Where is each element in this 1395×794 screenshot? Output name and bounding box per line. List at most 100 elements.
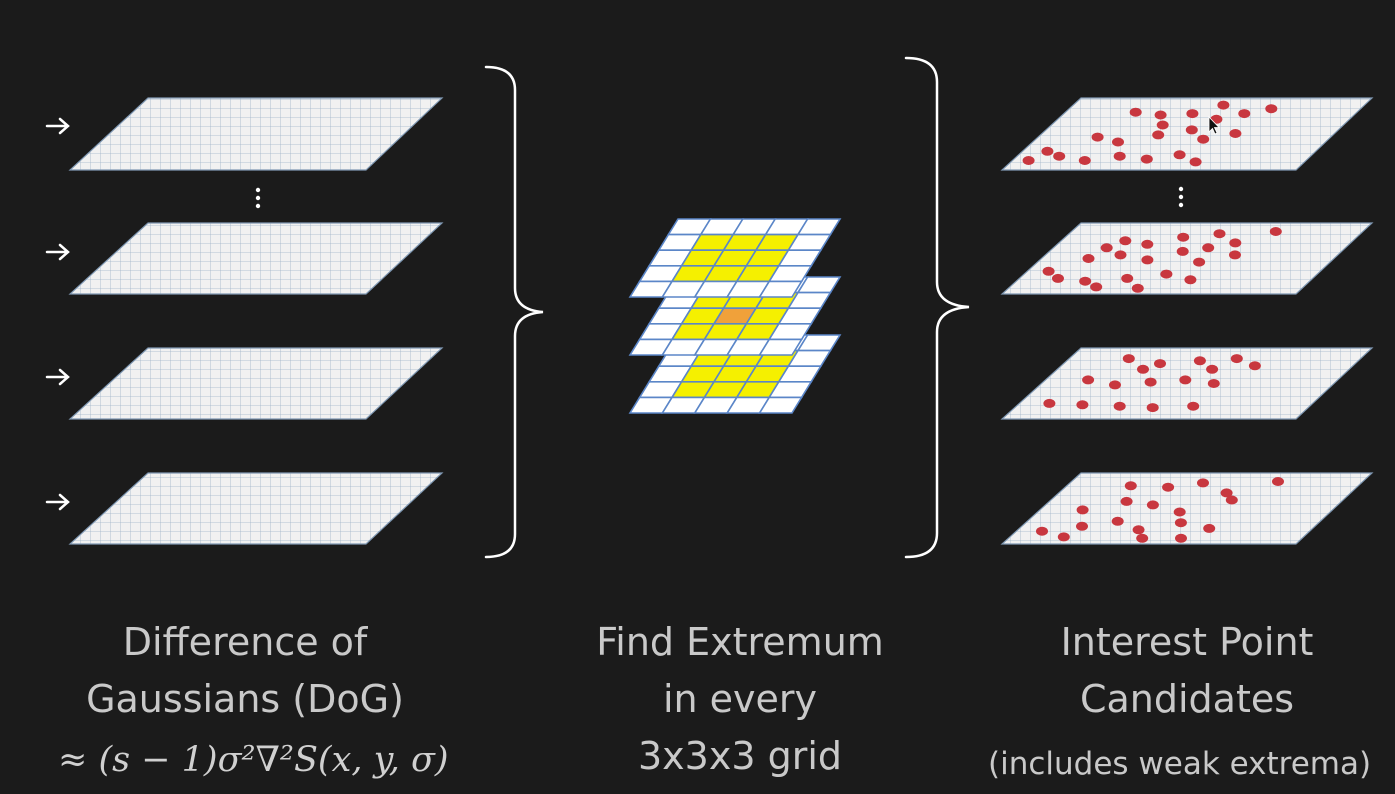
dog-plane-1: [68, 97, 444, 171]
candidate-dot: [1057, 532, 1070, 542]
candidate-dot: [1220, 488, 1233, 498]
candidate-dot: [1132, 525, 1145, 535]
right-arrow-icon: [45, 368, 70, 386]
candidate-dot: [1193, 356, 1206, 366]
candidate-dot: [1129, 107, 1142, 117]
candidate-dot: [1090, 282, 1103, 292]
candidate-dot: [1137, 364, 1149, 374]
candidate-dot: [1091, 132, 1104, 142]
vertical-ellipsis-icon: [255, 187, 261, 209]
candidate-dot: [1184, 275, 1197, 285]
extremum-caption-line-1: Find Extremum: [596, 620, 884, 664]
candidate-dot: [1022, 156, 1035, 165]
candidate-dot: [1272, 477, 1284, 486]
right-arrow-icon: [45, 117, 70, 135]
candidate-dot: [1225, 495, 1238, 505]
candidate-dot: [1076, 400, 1089, 410]
candidate-dot: [1156, 120, 1169, 130]
grid-cell: [758, 338, 804, 356]
candidate-dot: [1238, 109, 1251, 119]
dog-plane-4: [68, 472, 444, 545]
candidate-plane-2: [1000, 222, 1374, 295]
candidate-dot: [1186, 109, 1199, 119]
candidate-stack: [1000, 97, 1374, 545]
candidate-dot: [1053, 151, 1066, 161]
extremum-caption-line-3: 3x3x3 grid: [637, 734, 842, 778]
dog-plane-2: [68, 222, 444, 295]
candidates-caption: Interest Point Candidates: [962, 614, 1395, 728]
candidate-dot: [1111, 516, 1124, 526]
candidate-dot: [1248, 361, 1261, 371]
candidate-dots: [1022, 100, 1284, 543]
candidate-dot: [1052, 273, 1064, 283]
candidate-dot: [1120, 496, 1133, 506]
candidate-dot: [1229, 250, 1241, 260]
candidate-dot: [1175, 533, 1187, 543]
candidate-dot: [1078, 156, 1091, 165]
grid-layer-3: [628, 218, 842, 298]
right-curly-brace-icon: [484, 65, 544, 559]
candidate-dot: [1146, 403, 1159, 413]
candidate-dot: [1229, 129, 1242, 138]
candidate-dot: [1185, 125, 1198, 135]
candidates-caption-line-2: Candidates: [1079, 677, 1295, 721]
candidate-dot: [1189, 157, 1202, 167]
candidate-dot: [1213, 229, 1226, 239]
candidate-dot: [1141, 255, 1154, 265]
candidates-note: (includes weak extrema): [988, 746, 1372, 782]
candidate-dot: [1176, 246, 1189, 256]
candidate-dot: [1154, 359, 1166, 369]
candidate-dot: [1230, 354, 1243, 364]
candidate-dot: [1140, 154, 1153, 164]
extremum-grid-stack: [628, 218, 842, 414]
candidate-dot: [1036, 526, 1048, 536]
right-arrow-icon: [45, 243, 70, 261]
candidate-dot: [1203, 523, 1216, 533]
candidate-dot: [1197, 134, 1210, 144]
candidate-dot: [1043, 398, 1056, 408]
candidate-dot: [1113, 401, 1126, 411]
candidate-dot: [1136, 533, 1149, 543]
candidate-dot: [1113, 151, 1126, 161]
dog-caption-line-2: Gaussians (DoG): [86, 677, 404, 721]
candidate-dot: [1124, 481, 1137, 491]
candidate-dot: [1076, 521, 1088, 531]
right-arrow-icon: [45, 493, 70, 511]
candidate-dot: [1042, 266, 1055, 276]
candidate-dot: [1131, 283, 1144, 293]
candidate-dot: [1173, 150, 1186, 160]
dog-caption: Difference of Gaussians (DoG): [20, 614, 470, 728]
candidate-dot: [1265, 104, 1278, 114]
candidate-dot: [1173, 507, 1186, 517]
candidate-dot: [1174, 518, 1187, 528]
candidate-dot: [1160, 269, 1173, 279]
candidate-dot: [1100, 243, 1113, 253]
candidate-dot: [1146, 500, 1159, 510]
candidate-dot: [1217, 100, 1230, 110]
candidate-dot: [1206, 364, 1219, 374]
candidate-dot: [1207, 379, 1220, 388]
candidate-dot: [1112, 137, 1124, 147]
extremum-caption-line-2: in every: [662, 677, 818, 721]
dog-formula: ≈ (s − 1)σ²∇²S(x, y, σ): [58, 740, 449, 780]
candidate-dot: [1144, 377, 1157, 387]
candidate-dot: [1041, 146, 1054, 156]
grid-cell: [758, 396, 804, 414]
candidates-caption-line-1: Interest Point: [1060, 620, 1314, 664]
candidate-dot: [1229, 238, 1242, 248]
dog-plane-3: [68, 347, 444, 420]
candidate-dot: [1082, 254, 1095, 263]
dog-caption-line-1: Difference of: [122, 620, 368, 664]
candidate-dot: [1119, 236, 1132, 246]
candidate-plane-4: [1000, 472, 1374, 545]
candidate-dot: [1177, 232, 1190, 242]
candidate-dot: [1202, 243, 1215, 253]
candidate-dot: [1187, 401, 1200, 411]
candidate-dot: [1121, 273, 1134, 283]
grid-layer-2: [628, 276, 842, 356]
candidate-dot: [1076, 505, 1089, 515]
candidate-dot: [1122, 354, 1135, 364]
mouse-pointer-icon: [1208, 116, 1220, 135]
